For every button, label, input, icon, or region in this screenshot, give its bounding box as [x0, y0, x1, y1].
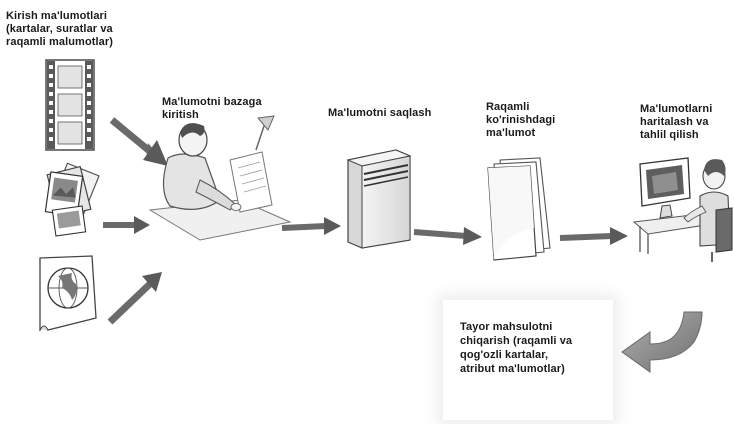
arrow-entry-to-storage [281, 217, 341, 235]
arrow-storage-to-digital [413, 227, 482, 245]
data-entry-label-line-2: kiritish [162, 109, 199, 121]
output-label: Tayor mahsulotni chiqarish (raqamli va q… [460, 320, 572, 376]
data-entry-label-line-1: Ma'lumotni bazaga [162, 96, 262, 108]
arrow-photos-to-entry [103, 216, 150, 234]
analysis-label-line-2: haritalash va [640, 116, 709, 128]
data-storage-label-line-1: Ma'lumotni saqlash [328, 107, 432, 119]
photo-stack-icon [44, 162, 100, 237]
computer-workstation-icon [632, 157, 733, 262]
data-entry-operator-icon [148, 115, 292, 241]
arrow-film-to-entry [109, 117, 168, 166]
digital-data-label: Raqamli ko'rinishdagi ma'lumot [486, 101, 555, 140]
output-box [443, 300, 613, 420]
output-label-line-1: Tayor mahsulotni [460, 321, 553, 333]
server-icon [346, 149, 412, 249]
input-data-label-line-2: (kartalar, suratlar va [6, 23, 113, 35]
digital-data-label-line-1: Raqamli [486, 101, 530, 113]
analysis-label-line-3: tahlil qilish [640, 129, 699, 141]
document-stack-icon [487, 157, 551, 261]
analysis-label-line-1: Ma'lumotlarni [640, 103, 713, 115]
input-data-label-line-1: Kirish ma'lumotlari [6, 10, 108, 22]
analysis-label: Ma'lumotlarni haritalash va tahlil qilis… [640, 103, 712, 142]
output-label-line-3: qog'ozli kartalar, [460, 349, 549, 361]
map-document-icon [39, 255, 97, 332]
digital-data-label-line-3: ma'lumot [486, 127, 536, 139]
curved-arrow-icon [621, 311, 703, 373]
data-storage-label: Ma'lumotni saqlash [328, 107, 431, 120]
input-data-label-line-3: raqamli malumotlar) [6, 36, 114, 48]
output-label-line-4: atribut ma'lumotlar) [460, 363, 565, 375]
arrow-map-to-entry [107, 272, 162, 325]
input-data-label: Kirish ma'lumotlari (kartalar, suratlar … [6, 10, 113, 49]
output-label-line-2: chiqarish (raqamli va [460, 335, 573, 347]
digital-data-label-line-2: ko'rinishdagi [486, 114, 556, 126]
data-entry-label: Ma'lumotni bazaga kiritish [162, 96, 262, 122]
arrow-digital-to-analysis [559, 227, 628, 245]
film-strip-icon [45, 59, 95, 151]
